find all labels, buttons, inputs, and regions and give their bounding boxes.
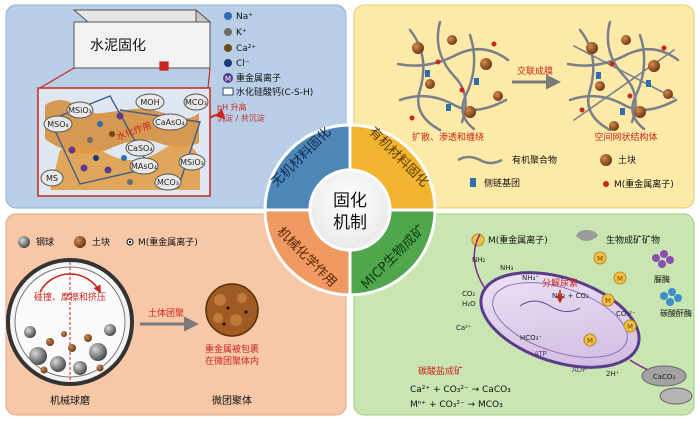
svg-text:Ca²⁺: Ca²⁺ — [456, 324, 472, 332]
svg-text:有机聚合物: 有机聚合物 — [512, 154, 557, 166]
svg-text:NH₄⁺: NH₄⁺ — [522, 274, 539, 282]
center-title-line1: 固化 — [333, 191, 367, 211]
svg-text:CO₂: CO₂ — [462, 290, 475, 298]
organic-side-groups — [425, 70, 651, 115]
svg-text:NH₂: NH₂ — [472, 256, 486, 264]
micro-aggregate — [205, 283, 259, 337]
svg-text:土块: 土块 — [92, 236, 110, 248]
svg-text:M(重金属离子): M(重金属离子) — [138, 236, 198, 248]
svg-text:土体团聚: 土体团聚 — [148, 307, 184, 319]
svg-text:MS: MS — [46, 174, 58, 183]
collide-label: 碰撞、摩擦和挤压 — [34, 291, 106, 303]
svg-text:MCO₃: MCO₃ — [185, 98, 207, 107]
svg-text:分解尿素: 分解尿素 — [542, 277, 578, 289]
svg-text:沉淀 / 共沉淀: 沉淀 / 共沉淀 — [217, 113, 265, 123]
svg-text:MOH: MOH — [140, 98, 159, 107]
svg-text:M(重金属离子): M(重金属离子) — [614, 178, 674, 190]
polymer-network-left — [396, 20, 510, 132]
agglomerate-arrow: 土体团聚 — [140, 307, 199, 332]
svg-text:M(重金属离子): M(重金属离子) — [488, 234, 548, 246]
svg-text:pH 升高: pH 升高 — [217, 102, 247, 112]
svg-text:M: M — [627, 323, 633, 331]
crosslink-arrow: 交联成膜 — [512, 65, 561, 90]
organic-metal-ions — [409, 41, 667, 121]
svg-text:K⁺: K⁺ — [236, 28, 247, 38]
cement-block: 水泥固化 — [72, 8, 212, 70]
mechano-legend: 钢球 土块 M(重金属离子) — [18, 236, 198, 248]
organic-legend: 有机聚合物 侧链基团 土块 M(重金属离子) — [457, 154, 674, 190]
svg-text:MCO₃: MCO₃ — [157, 178, 179, 187]
svg-text:ADP: ADP — [572, 366, 586, 374]
svg-text:CaCO₃: CaCO₃ — [653, 373, 676, 381]
species-labels: MOH MCO₃ MSO₄ MSiO₃ CaAsO₄ CaSO₄ MAsO₄ M… — [40, 93, 209, 191]
bacterial-cell — [473, 233, 681, 375]
svg-text:侧链基团: 侧链基团 — [484, 177, 520, 189]
svg-text:M: M — [587, 337, 593, 345]
equation-1: Ca²⁺ + CO₃²⁻ → CaCO₃ — [410, 385, 511, 395]
svg-text:Na⁺: Na⁺ — [236, 12, 253, 22]
svg-text:重金属离子: 重金属离子 — [236, 72, 281, 84]
calcite-crystals: CaCO₃ — [641, 365, 693, 405]
svg-text:生物成矿矿物: 生物成矿矿物 — [606, 234, 660, 246]
polymer-network-right — [566, 20, 680, 132]
svg-text:MAsO₄: MAsO₄ — [131, 162, 157, 171]
svg-text:CaAsO₄: CaAsO₄ — [155, 118, 185, 127]
urea-note: 分解尿素 — [542, 277, 578, 304]
cement-label: 水泥固化 — [90, 38, 146, 54]
cement-zoom-lines — [39, 61, 211, 89]
svg-text:HCO₃⁻: HCO₃⁻ — [520, 334, 542, 342]
svg-text:H₂O: H₂O — [462, 300, 476, 308]
carbonate-label: 碳酸盐成矿 — [418, 365, 463, 377]
enzyme-icons: 脲酶 碳酸酐酶 — [652, 250, 692, 318]
equation-2: Mⁿ⁺ + CO₃²⁻ → MCO₃ — [410, 400, 503, 410]
svg-text:CO₃²⁻: CO₃²⁻ — [616, 310, 636, 318]
svg-text:Ca²⁺: Ca²⁺ — [236, 44, 256, 54]
mechanism-ring — [263, 123, 437, 297]
svg-text:MSiO₃: MSiO₃ — [68, 106, 92, 115]
center-title-line2: 机制 — [333, 213, 367, 233]
svg-text:M: M — [225, 75, 231, 83]
svg-text:M: M — [617, 275, 623, 283]
svg-text:M: M — [605, 297, 611, 305]
svg-text:MSiO₃: MSiO₃ — [180, 158, 204, 167]
organic-soil-particles — [412, 35, 673, 131]
svg-text:NH₃: NH₃ — [500, 264, 514, 272]
micro-agg-label: 微团聚体 — [212, 394, 252, 407]
svg-text:ATP: ATP — [534, 350, 547, 358]
ion-legend: Na⁺ K⁺ Ca²⁺ Cl⁻ M 重金属离子 水化硅酸钙(C-S-H) — [222, 12, 313, 98]
wrapped-line1: 重金属被包裹 — [205, 343, 259, 355]
svg-text:M: M — [597, 255, 603, 263]
svg-text:钢球: 钢球 — [36, 236, 54, 248]
svg-text:土块: 土块 — [618, 154, 636, 166]
svg-text:CaSO₄: CaSO₄ — [127, 144, 152, 153]
cell-chemistry: NH₂ NH₃ NH₄⁺ CO₂ H₂O HCO₃⁻ Ca²⁺ ATP ADP … — [456, 256, 636, 378]
svg-text:碳酸酐酶: 碳酸酐酶 — [660, 308, 692, 318]
network-label: 空间网状结构体 — [594, 131, 657, 143]
svg-text:交联成膜: 交联成膜 — [517, 65, 553, 77]
micp-legend: M(重金属离子) 生物成矿矿物 — [471, 230, 660, 247]
svg-text:2H⁺: 2H⁺ — [606, 370, 620, 378]
micp-metal-ions: M M M M M — [583, 251, 637, 347]
diffusion-label: 扩散、渗透和缠绕 — [412, 131, 484, 143]
ball-mill-label: 机械球磨 — [50, 394, 90, 407]
ball-mill-drum — [6, 258, 134, 386]
svg-text:水化硅酸钙(C-S-H): 水化硅酸钙(C-S-H) — [236, 86, 313, 98]
wrapped-line2: 在微团聚体内 — [205, 355, 259, 367]
svg-text:Cl⁻: Cl⁻ — [236, 59, 250, 69]
svg-text:脲酶: 脲酶 — [654, 274, 670, 284]
svg-text:NH₂ + CO₂: NH₂ + CO₂ — [552, 292, 589, 300]
ph-note: pH 升高 沉淀 / 共沉淀 — [209, 102, 265, 123]
ion-dots — [68, 112, 133, 185]
svg-text:MSO₄: MSO₄ — [47, 120, 68, 129]
